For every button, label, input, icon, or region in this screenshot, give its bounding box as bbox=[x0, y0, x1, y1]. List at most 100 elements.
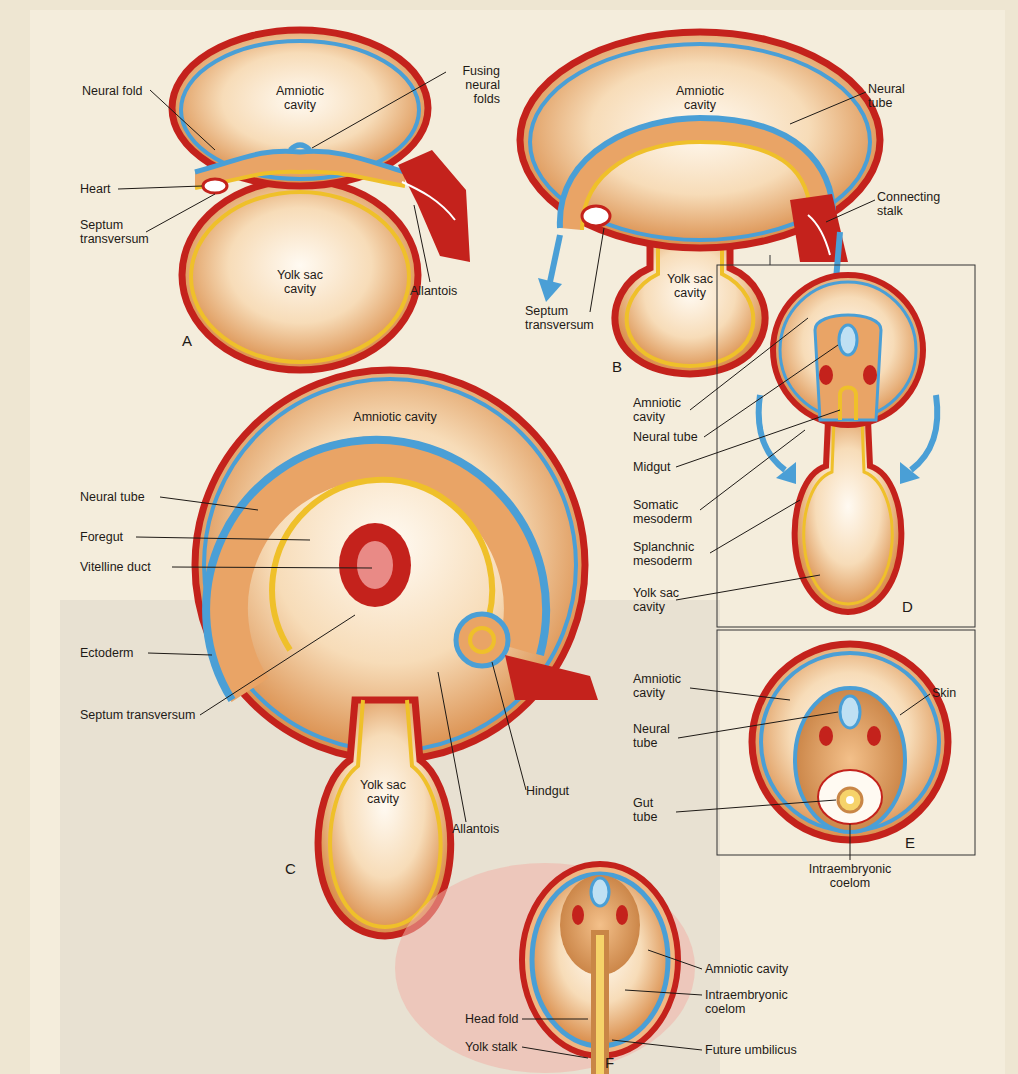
arrow-head bbox=[776, 462, 796, 484]
part-label: Hindgut bbox=[526, 784, 569, 798]
part-label: Allantois bbox=[410, 284, 457, 298]
leader-line bbox=[710, 500, 800, 553]
part-label: Heart bbox=[80, 182, 111, 196]
folding-arrow bbox=[759, 395, 785, 470]
heart bbox=[339, 523, 411, 607]
part-label: Neural tube bbox=[80, 490, 145, 504]
neural-tube bbox=[560, 118, 833, 236]
embryo-body bbox=[815, 315, 881, 420]
leader-line bbox=[612, 1040, 702, 1050]
part-label: Neural tube bbox=[633, 430, 698, 444]
part-label: Amniotic cavity bbox=[705, 962, 788, 976]
yolk-sac bbox=[795, 420, 902, 612]
part-label: Intraembryonic coelom bbox=[795, 862, 905, 890]
yolk-stalk bbox=[591, 930, 609, 1074]
coelom bbox=[818, 770, 882, 824]
part-label: Septum transversum bbox=[80, 708, 195, 722]
inset-connector bbox=[770, 255, 771, 265]
amnion bbox=[752, 644, 948, 840]
part-label: Amniotic cavity bbox=[633, 672, 695, 700]
leader-line bbox=[148, 653, 212, 655]
leader-line bbox=[414, 205, 430, 282]
part-label: Head fold bbox=[465, 1012, 519, 1026]
leader-line bbox=[704, 345, 838, 437]
heart-lumen bbox=[357, 541, 393, 589]
amnion bbox=[773, 275, 923, 425]
part-label: Amniotic cavity bbox=[633, 396, 695, 424]
hindgut bbox=[470, 628, 494, 652]
leader-line bbox=[522, 1019, 588, 1020]
leader-line bbox=[648, 950, 702, 969]
neural-tube bbox=[839, 325, 857, 355]
leader-line bbox=[900, 694, 930, 715]
inset-frame bbox=[717, 630, 975, 855]
panel-letter: E bbox=[905, 836, 915, 850]
heart bbox=[582, 206, 610, 226]
part-label: Fusing neural folds bbox=[442, 64, 500, 106]
leader-line bbox=[676, 410, 840, 467]
leader-line bbox=[826, 200, 875, 222]
part-label: Ectoderm bbox=[80, 646, 134, 660]
somite bbox=[863, 365, 877, 385]
embryo-body bbox=[795, 688, 905, 832]
leader-line bbox=[690, 318, 808, 410]
part-label: Midgut bbox=[633, 460, 671, 474]
part-label: Yolk sac cavity bbox=[652, 272, 728, 300]
heart bbox=[203, 179, 227, 193]
leader-line bbox=[676, 800, 836, 812]
ectoderm-line bbox=[761, 653, 939, 831]
gut-lumen bbox=[596, 935, 604, 1074]
leader-line bbox=[172, 567, 372, 568]
part-label: Skin bbox=[932, 686, 956, 700]
leader-line bbox=[438, 672, 466, 822]
inset-frame bbox=[717, 265, 975, 627]
part-label: Amniotic cavity bbox=[350, 410, 440, 424]
somite bbox=[867, 726, 881, 746]
panel-letter: B bbox=[612, 360, 622, 374]
page-background bbox=[30, 10, 1005, 1074]
part-label: Gut tube bbox=[633, 796, 678, 824]
leader-line bbox=[590, 228, 604, 312]
leader-line bbox=[790, 92, 866, 124]
leader-line bbox=[160, 497, 258, 510]
somite bbox=[572, 905, 584, 925]
leader-line bbox=[690, 688, 790, 700]
leader-line bbox=[200, 615, 355, 715]
leader-line bbox=[625, 990, 702, 995]
connecting-stalk bbox=[398, 150, 470, 262]
leader-line bbox=[150, 90, 215, 150]
part-label: Septum transversum bbox=[80, 218, 160, 246]
leader-line bbox=[522, 1047, 588, 1058]
part-label: Future umbilicus bbox=[705, 1043, 797, 1057]
leader-line bbox=[676, 575, 820, 600]
panel-letter: A bbox=[182, 334, 192, 348]
arrow-head bbox=[900, 462, 920, 484]
yolk-sac bbox=[182, 180, 418, 370]
leader-line bbox=[118, 186, 202, 189]
endoderm-line bbox=[804, 420, 893, 604]
leader-line bbox=[850, 824, 851, 860]
leader-line bbox=[492, 662, 526, 790]
part-label: Vitelline duct bbox=[80, 560, 151, 574]
folding-arrow bbox=[550, 235, 560, 282]
neural-tube bbox=[840, 696, 860, 728]
part-label: Foregut bbox=[80, 530, 123, 544]
neural-tube bbox=[591, 878, 609, 906]
folding-arrow bbox=[911, 395, 937, 470]
part-label: Septum transversum bbox=[525, 304, 610, 332]
somite bbox=[616, 905, 628, 925]
leader-line bbox=[700, 430, 805, 510]
endoderm-line bbox=[330, 700, 440, 927]
panel-letter: C bbox=[285, 862, 296, 876]
leader-line bbox=[136, 537, 310, 540]
part-label: Connecting stalk bbox=[877, 190, 957, 218]
panel-letter: D bbox=[902, 600, 913, 614]
embryo-outline bbox=[395, 863, 695, 1073]
embryo-body bbox=[226, 458, 526, 690]
allantois bbox=[808, 215, 830, 255]
leader-line bbox=[678, 712, 838, 738]
somite bbox=[819, 726, 833, 746]
gut-tube bbox=[838, 788, 862, 812]
